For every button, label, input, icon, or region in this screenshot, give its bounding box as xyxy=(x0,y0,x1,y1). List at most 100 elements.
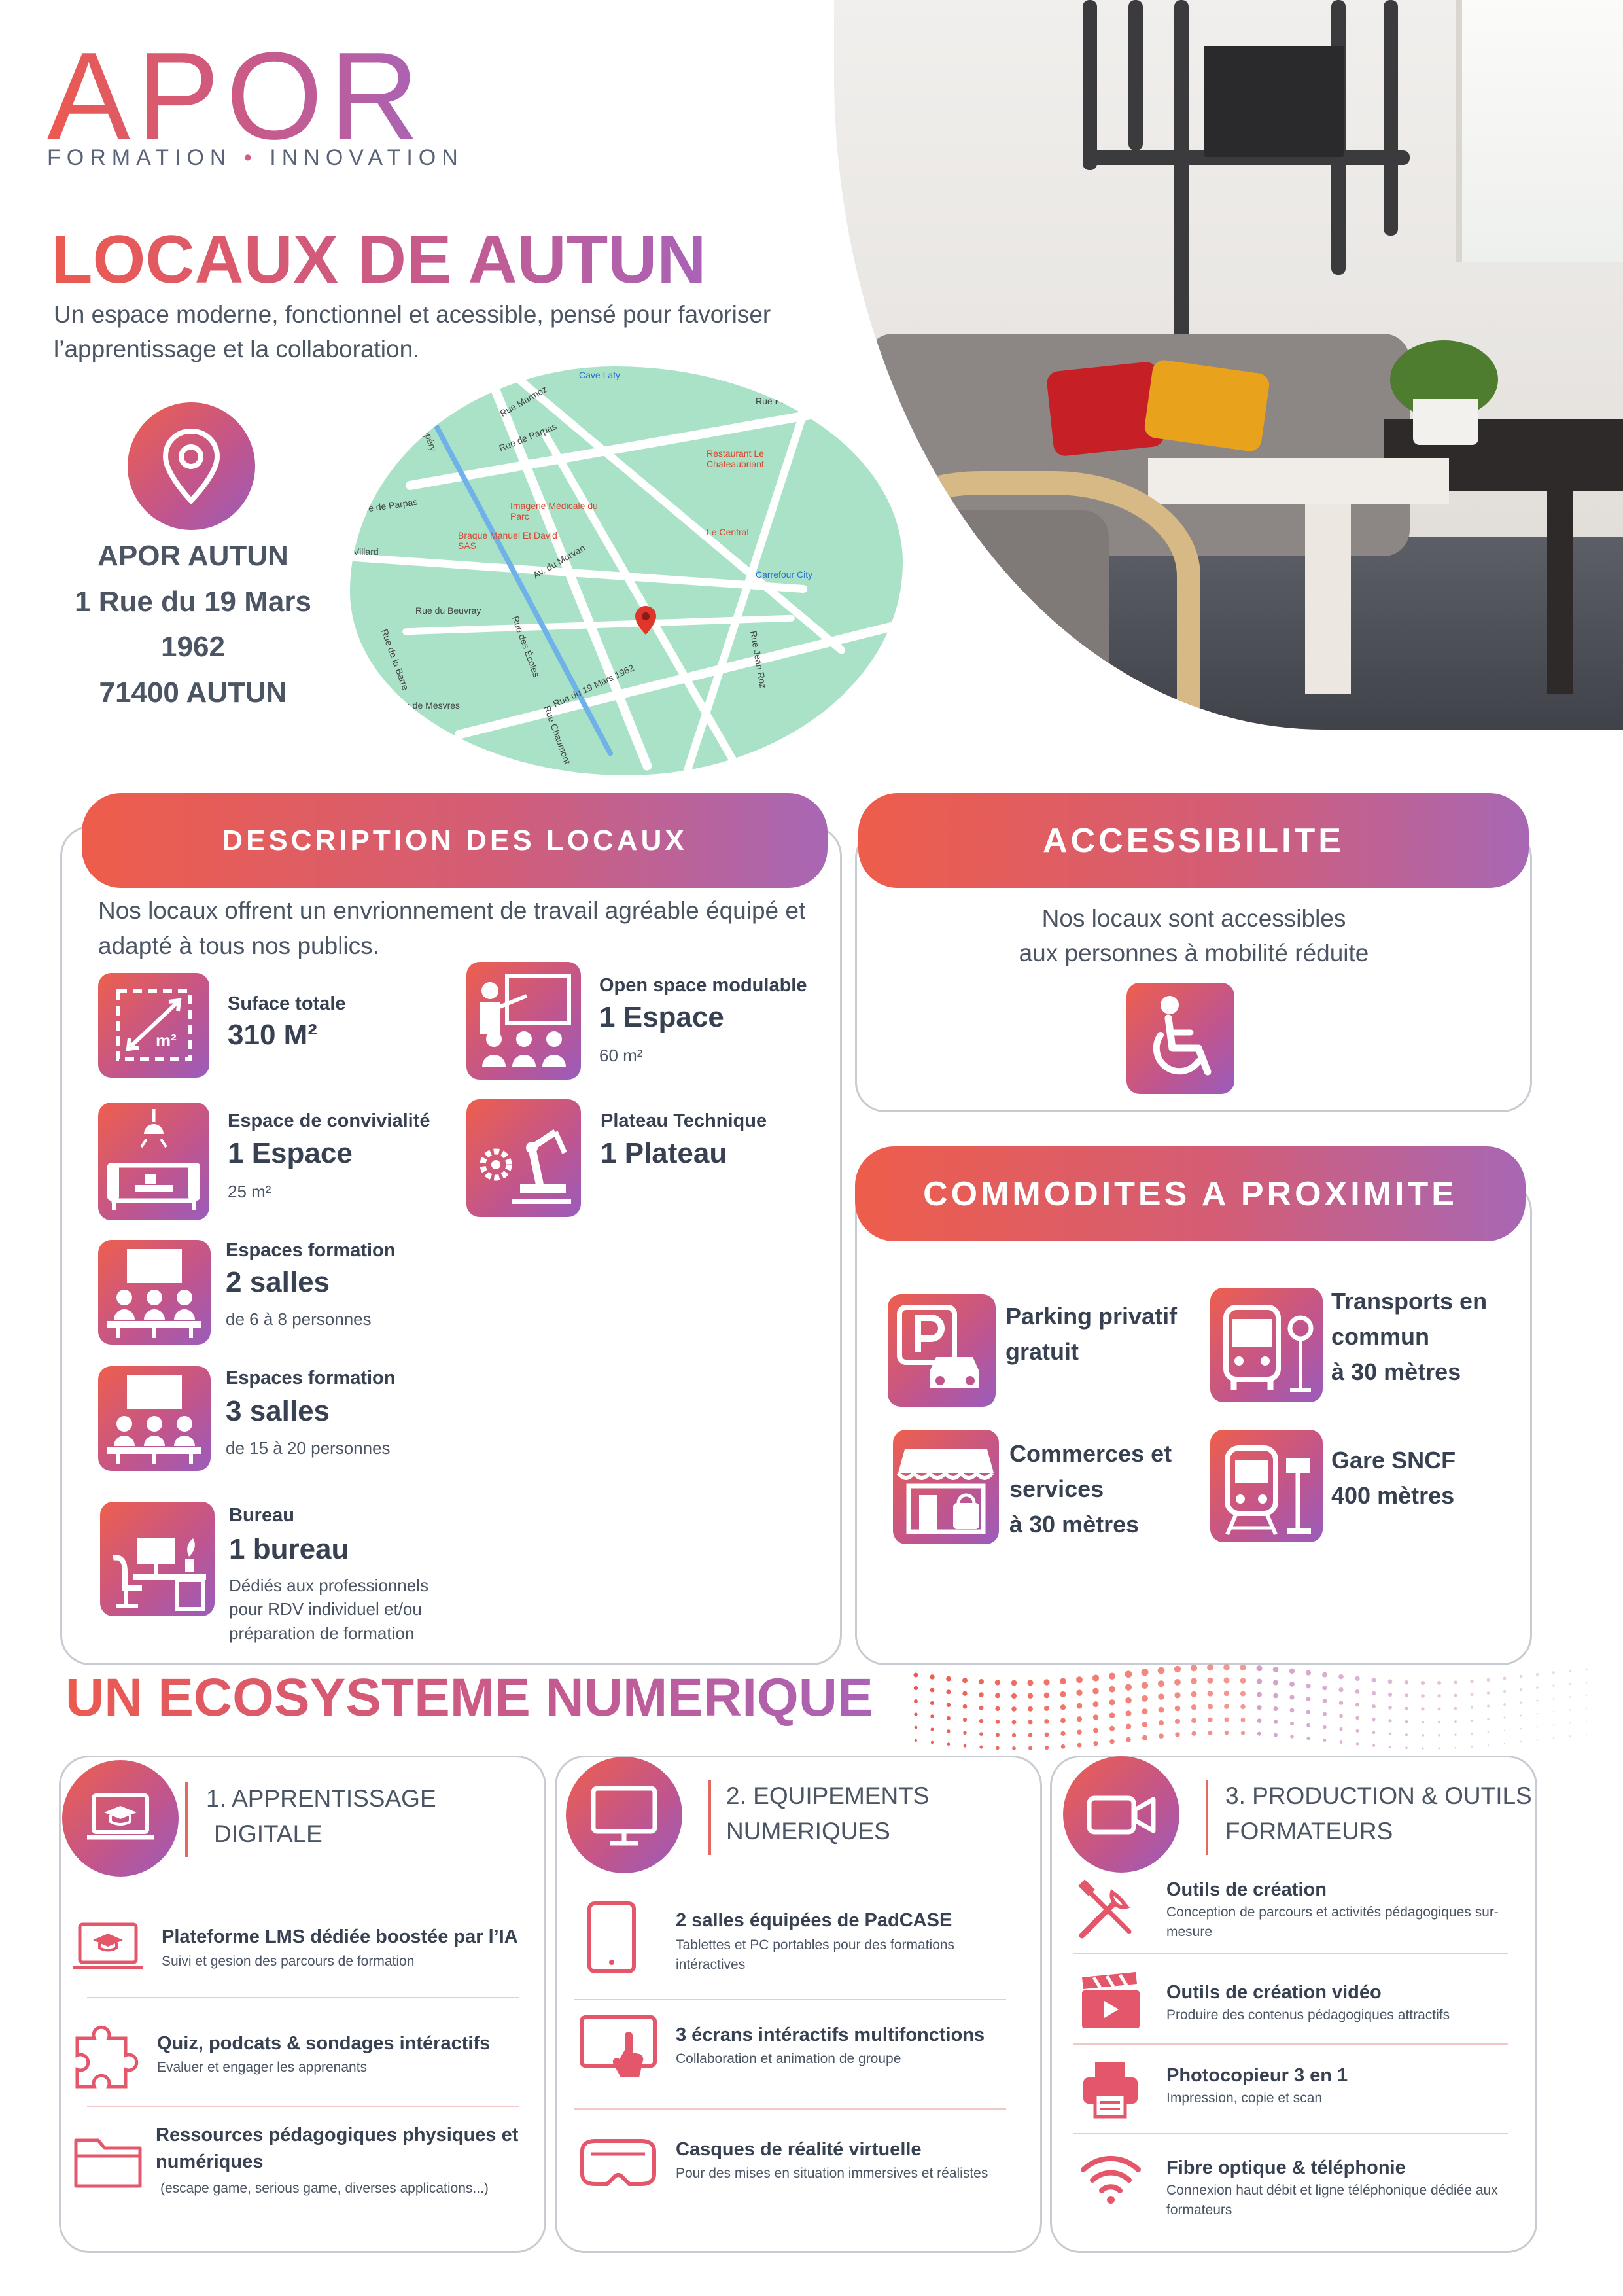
decorative-dot xyxy=(1306,1710,1311,1714)
decorative-dot xyxy=(1536,1712,1539,1715)
wheelchair-icon xyxy=(1126,983,1234,1094)
decorative-dot xyxy=(1043,1692,1050,1699)
item-label: Plateau Technique xyxy=(601,1110,767,1131)
decorative-dot xyxy=(1421,1720,1425,1724)
amenity-transport: Transports en commun à 30 mètres xyxy=(1331,1288,1488,1385)
decorative-dot xyxy=(1273,1720,1278,1724)
decorative-dot xyxy=(1355,1742,1359,1746)
decorative-dot xyxy=(1388,1732,1392,1736)
decorative-dot xyxy=(1585,1733,1588,1736)
decorative-dot xyxy=(1520,1740,1522,1743)
decorative-dot xyxy=(1207,1664,1213,1671)
tagline-dot: • xyxy=(243,145,258,170)
item-label: Suface totale xyxy=(228,993,346,1014)
decorative-dot xyxy=(1174,1705,1181,1712)
decorative-dot xyxy=(1470,1693,1474,1696)
decorative-dot xyxy=(1028,1706,1033,1712)
decorative-dot xyxy=(1011,1733,1017,1738)
decorative-dot xyxy=(1405,1733,1408,1737)
decorative-dot xyxy=(1585,1668,1588,1670)
decorative-dot xyxy=(1323,1739,1327,1742)
open-space-icon xyxy=(466,962,581,1080)
tools-icon xyxy=(1078,1879,1132,1939)
decorative-dot xyxy=(1240,1691,1246,1697)
decorative-dot xyxy=(1044,1745,1049,1750)
decorative-dot xyxy=(1503,1729,1506,1732)
decorative-dot xyxy=(1290,1735,1294,1739)
decorative-dot xyxy=(1520,1688,1522,1691)
item-value: 1 Espace xyxy=(228,1137,353,1169)
decorative-dot xyxy=(1076,1703,1083,1709)
eco-item-sub: Conception de parcours et activités péda… xyxy=(1166,1905,1499,1940)
item-value: 310 M² xyxy=(228,1019,317,1051)
decorative-dot xyxy=(1338,1701,1344,1705)
location-map[interactable]: Rue Marmoz Rue de Parpas Rue de Parpas S… xyxy=(350,366,903,775)
decorative-dot xyxy=(995,1720,1000,1724)
decorative-dot xyxy=(930,1727,934,1731)
decorative-dot xyxy=(1092,1687,1099,1695)
ecosystem-head-3: 3. PRODUCTION & OUTILS FORMATEURS xyxy=(1225,1782,1532,1845)
eco-item-sub: Pour des mises en situation immersives e… xyxy=(676,2166,988,2181)
decorative-dot xyxy=(1355,1689,1360,1694)
item-value: 1 Espace xyxy=(599,1001,724,1033)
decorative-dot xyxy=(1289,1721,1295,1725)
decorative-dot xyxy=(1404,1680,1409,1685)
decorative-dot xyxy=(913,1686,918,1691)
decorative-dot xyxy=(1552,1723,1555,1726)
eco-item-sub: Suivi et gesion des parcours de formatio… xyxy=(162,1954,415,1969)
tablet-icon xyxy=(587,1901,636,1973)
eco-item-title: Quiz, podcats & sondages intéractifs xyxy=(157,2033,491,2054)
decorative-dot xyxy=(1126,1737,1131,1742)
decorative-dot xyxy=(1240,1678,1246,1684)
map-place-label: Le Central xyxy=(707,527,749,537)
decorative-dot xyxy=(1257,1731,1262,1736)
eco-item-title: 2 salles équipées de PadCASE xyxy=(676,1910,952,1931)
decorative-dot xyxy=(1158,1720,1164,1726)
decorative-dot xyxy=(1224,1717,1229,1722)
decorative-dot xyxy=(1471,1746,1473,1748)
decorative-dot xyxy=(1388,1706,1392,1710)
decorative-dot xyxy=(1158,1706,1164,1713)
decorative-dot xyxy=(1028,1733,1033,1738)
item-value: 2 salles xyxy=(226,1266,330,1298)
decorative-dot xyxy=(1372,1718,1376,1722)
location-pin-icon xyxy=(128,402,255,530)
decorative-dot xyxy=(1077,1742,1082,1748)
decorative-dot xyxy=(1191,1731,1196,1736)
decorative-dot xyxy=(995,1733,1000,1737)
decorative-dot xyxy=(1322,1672,1327,1678)
decorative-dot xyxy=(913,1672,918,1678)
decorative-dot xyxy=(1272,1680,1279,1686)
decorative-dot xyxy=(1190,1665,1198,1672)
classroom-icon xyxy=(98,1366,211,1471)
decorative-dot xyxy=(1273,1693,1278,1699)
description-banner: DESCRIPTION DES LOCAUX xyxy=(82,793,828,888)
decorative-dot xyxy=(1240,1664,1246,1671)
decorative-dot xyxy=(1355,1676,1360,1682)
decorative-dot xyxy=(1552,1684,1555,1687)
map-place-label: Braque Manuel Et David SAS xyxy=(458,530,557,551)
decorative-dot xyxy=(1454,1746,1457,1749)
eco-item-sub: (escape game, serious game, diverses app… xyxy=(160,2181,489,2196)
wifi-icon xyxy=(1081,2155,1141,2204)
eco-item-title: Ressources pédagogiques physiques et num… xyxy=(156,2125,519,2172)
decorative-dots xyxy=(913,1664,1588,1750)
decorative-dot xyxy=(930,1740,934,1744)
decorative-dot xyxy=(930,1701,935,1706)
decorative-dot xyxy=(1289,1695,1295,1700)
decorative-dot xyxy=(1306,1723,1310,1727)
amenity-shops: Commerces et services à 30 mètres xyxy=(1009,1440,1172,1538)
decorative-dot xyxy=(1093,1727,1098,1733)
item-sub: de 6 à 8 personnes xyxy=(226,1309,372,1329)
decorative-dot xyxy=(1027,1680,1034,1686)
decorative-dot xyxy=(1207,1704,1213,1710)
decorative-dot xyxy=(1454,1706,1457,1710)
decorative-dot xyxy=(1142,1735,1147,1740)
decorative-dot xyxy=(1125,1684,1132,1691)
decorative-dot xyxy=(946,1703,951,1707)
decorative-dot xyxy=(1240,1718,1246,1722)
decorative-dot xyxy=(996,1746,1000,1750)
decorative-dot xyxy=(1552,1710,1555,1713)
decorative-dot xyxy=(1224,1704,1229,1709)
decorative-dot xyxy=(1503,1742,1506,1745)
